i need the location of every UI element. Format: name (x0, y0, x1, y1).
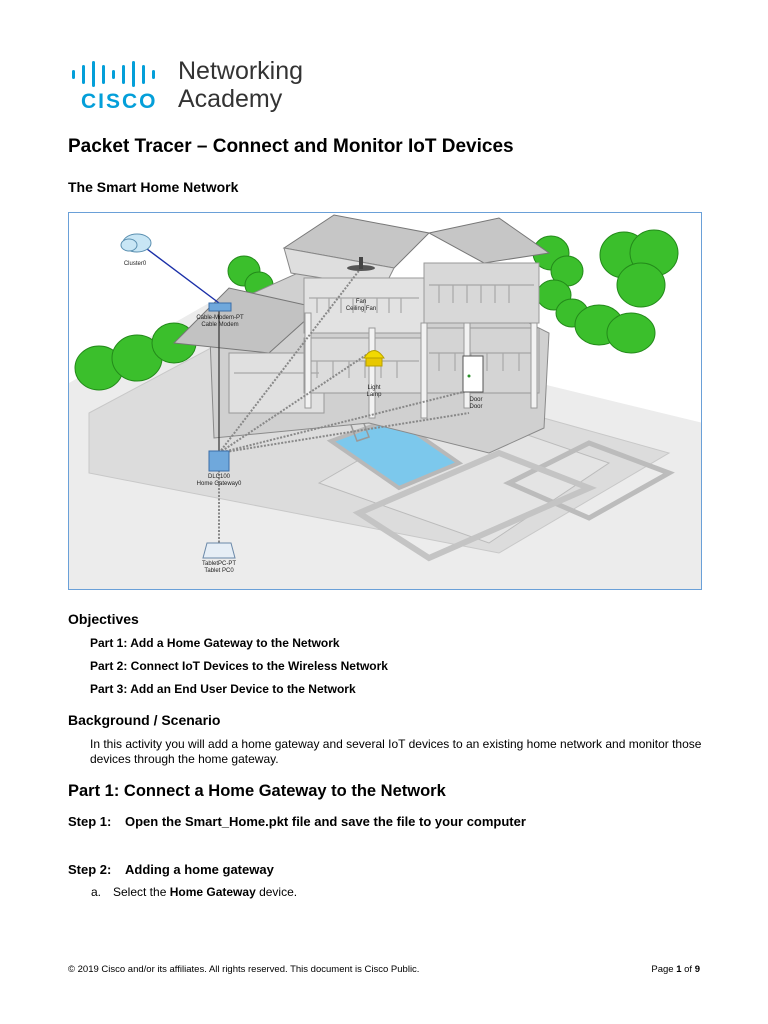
swimming-pool (326, 415, 464, 491)
fan-type-label: Fan (356, 299, 366, 305)
tablet-type-label: TabletPC-PT (202, 561, 236, 567)
page-title: Packet Tracer – Connect and Monitor IoT … (68, 136, 514, 157)
pool-border (352, 449, 597, 562)
objective-item: Part 1: Add a Home Gateway to the Networ… (90, 636, 340, 650)
step-1: Step 1: Open the Smart_Home.pkt file and … (68, 814, 526, 829)
smart-home-network-figure: Cluster0 Cable-Modem-PT Cable Modem Fan … (68, 212, 702, 590)
substep-a-letter: a. (91, 885, 102, 899)
door-name-label: Door (469, 404, 482, 410)
gateway-name-label: Home Gateway0 (197, 481, 242, 487)
cable-modem-icon (208, 302, 232, 312)
cable-link-cloud (138, 242, 220, 304)
door-icon (462, 355, 484, 393)
logo-networking-text: Networking (178, 57, 304, 85)
cisco-wordmark: CISCO (81, 90, 158, 113)
page-current: 1 (676, 964, 682, 975)
objectives-heading: Objectives (68, 611, 139, 627)
background-paragraph: In this activity you will add a home gat… (90, 737, 702, 766)
lamp-name-label: Lamp (366, 392, 382, 398)
objective-item: Part 3: Add an End User Device to the Ne… (90, 682, 356, 696)
tablet-name-label: Tablet PC0 (204, 568, 234, 574)
step-2-label: Step 2: (68, 862, 112, 877)
step-1-text: Open the Smart_Home.pkt file and save th… (125, 814, 526, 829)
gateway-type-label: DLC100 (208, 474, 231, 480)
smart-home-illustration: Cluster0 Cable-Modem-PT Cable Modem Fan … (69, 214, 701, 589)
footer-copyright: © 2019 Cisco and/or its affiliates. All … (68, 964, 420, 975)
cisco-networking-academy-logo: CISCO Networking Academy (70, 57, 330, 117)
substep-a-prefix: Select the (113, 885, 170, 899)
step-2-text: Adding a home gateway (125, 862, 274, 877)
objective-item: Part 2: Connect IoT Devices to the Wirel… (90, 659, 388, 673)
cisco-bars-icon (72, 61, 155, 87)
door-type-label: Door (469, 397, 482, 403)
fan-name-label: Ceiling Fan (346, 306, 376, 312)
cluster-label: Cluster0 (124, 261, 147, 267)
lamp-icon (363, 350, 385, 367)
lamp-type-label: Light (367, 385, 380, 391)
ceiling-fan-icon (347, 257, 375, 271)
step-2: Step 2: Adding a home gateway (68, 862, 274, 877)
part1-heading: Part 1: Connect a Home Gateway to the Ne… (68, 782, 446, 800)
logo-academy-text: Academy (178, 85, 283, 113)
background-heading: Background / Scenario (68, 712, 221, 728)
substep-a-suffix: device. (255, 885, 298, 899)
page-total: 9 (694, 964, 700, 975)
home-gateway-icon (208, 450, 230, 472)
cloud-icon (120, 233, 152, 253)
section-subtitle: The Smart Home Network (68, 179, 239, 195)
page-sep: of (681, 964, 695, 975)
substep-a: a. Select the Home Gateway device. (91, 885, 298, 899)
cable-modem-type-label: Cable-Modem-PT (196, 315, 244, 321)
house (172, 214, 551, 454)
page-prefix: Page (651, 964, 677, 975)
cable-modem-name-label: Cable Modem (201, 322, 238, 328)
substep-a-bold: Home Gateway (169, 885, 256, 899)
step-1-label: Step 1: (68, 814, 112, 829)
footer-page-number: Page 1 of 9 (651, 964, 700, 975)
tablet-icon (202, 542, 236, 559)
path-step (503, 440, 675, 521)
